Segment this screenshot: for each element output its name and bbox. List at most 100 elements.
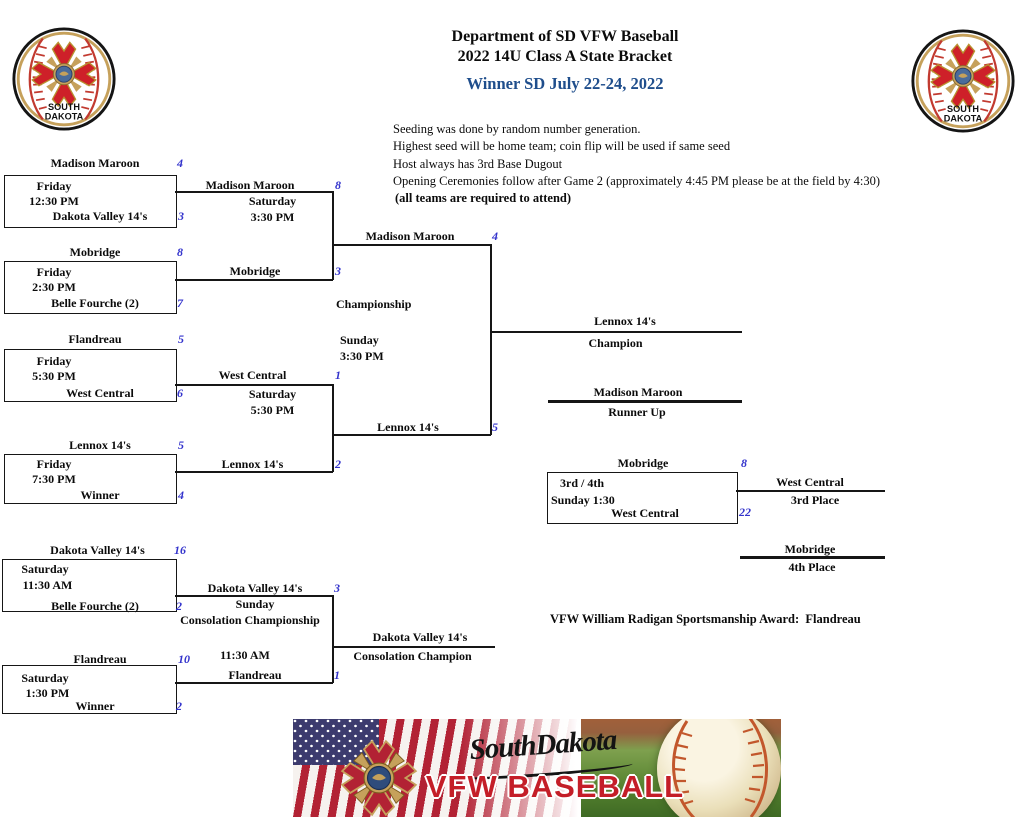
note-dugout: Host always has 3rd Base Dugout — [393, 157, 563, 171]
semi1-time: 3:30 PM — [250, 210, 295, 224]
game4-bottom-team: Winner — [80, 488, 120, 502]
final-top-score: 4 — [492, 229, 498, 243]
runner-up-team: Madison Maroon — [593, 385, 683, 399]
photo-stitch-ticks-left — [673, 731, 694, 806]
game1-bottom-score: 3 — [178, 209, 184, 223]
banner-title: VFW BASEBALL — [425, 769, 685, 804]
game4-bottom-score: 4 — [178, 488, 184, 502]
logo-text-dakota: DAKOTA — [45, 111, 84, 121]
third-place-team: West Central — [776, 475, 844, 489]
banner-vfw-emblem — [340, 739, 418, 817]
consolation-final-day: Sunday — [235, 597, 275, 611]
third-fourth-bottom-team: West Central — [611, 506, 679, 520]
consolation-champion-team: Dakota Valley 14's — [372, 630, 468, 644]
consolation-game2-bottom-team: Winner — [75, 699, 115, 713]
consolation-game1-time: 11:30 AM — [22, 578, 73, 592]
consolation-champion-line — [332, 646, 495, 648]
consolation-game2-bottom-score: 2 — [176, 699, 182, 713]
consolation-final-label: Consolation Championship — [180, 613, 320, 627]
final-time: 3:30 PM — [340, 349, 384, 363]
baseball-stitch-left — [28, 37, 44, 121]
consolation-game2-box — [2, 665, 177, 714]
sd-vfw-baseball-logo-right: SOUTH DAKOTA — [911, 29, 1015, 133]
game4-box — [4, 454, 177, 504]
vfw-cross-emblem — [930, 43, 996, 110]
game4-day: Friday — [36, 457, 72, 471]
third-fourth-label: 3rd / 4th — [560, 476, 605, 490]
sd-vfw-baseball-logo-left: SOUTH DAKOTA — [12, 27, 116, 131]
note-ceremonies: Opening Ceremonies follow after Game 2 (… — [393, 174, 881, 188]
photo-stitch-seam-right — [748, 719, 768, 817]
champion-line — [490, 331, 742, 333]
third-fourth-box — [547, 472, 738, 524]
game4-time: 7:30 PM — [32, 472, 76, 486]
svg-text:DAKOTA: DAKOTA — [944, 113, 983, 123]
semi2-top-team: West Central — [218, 368, 287, 382]
runner-up-label: Runner Up — [608, 405, 666, 419]
vfw-baseball-banner: SouthDakota VFW BASEBALL — [293, 719, 781, 817]
game2-day: Friday — [36, 265, 72, 279]
semi2-bottom-team: Lennox 14's — [221, 457, 284, 471]
third-fourth-bottom-score: 22 — [739, 505, 751, 519]
game3-bottom-score: 6 — [177, 386, 183, 400]
game3-time: 5:30 PM — [32, 369, 76, 383]
consolation-game1-top-team: Dakota Valley 14's — [50, 543, 145, 557]
game3-day: Friday — [36, 354, 72, 368]
final-label: Championship — [336, 297, 412, 311]
game2-bottom-team: Belle Fourche (2) — [51, 296, 139, 310]
consolation-game1-top-score: 16 — [174, 543, 186, 557]
semi1-day: Saturday — [248, 194, 297, 208]
game4-top-score: 5 — [178, 438, 184, 452]
consolation-game2-time: 1:30 PM — [25, 686, 70, 700]
game1-bottom-team: Dakota Valley 14's — [52, 209, 148, 223]
note-attendance: (all teams are required to attend) — [395, 191, 572, 205]
game2-box — [4, 261, 177, 314]
final-vertical — [490, 244, 492, 435]
third-fourth-daytime: Sunday 1:30 — [551, 493, 615, 507]
consolation-final-bottom-line — [175, 682, 333, 684]
consolation-final-time: 11:30 AM — [220, 648, 270, 662]
semi1-bottom-line — [175, 279, 333, 281]
note-home-team: Highest seed will be home team; coin fli… — [393, 139, 731, 153]
semi1-top-team: Madison Maroon — [205, 178, 295, 192]
photo-stitch-seam-left — [672, 720, 696, 817]
vfw-cross-emblem — [31, 41, 97, 108]
game3-box — [4, 349, 177, 402]
game1-top-score: 4 — [177, 156, 183, 170]
page-title-line1: Department of SD VFW Baseball — [451, 28, 679, 45]
game3-top-score: 5 — [178, 332, 184, 346]
final-bottom-team: Lennox 14's — [377, 420, 439, 434]
svg-text:SOUTH: SOUTH — [947, 104, 979, 114]
final-bottom-line — [332, 434, 491, 436]
game2-top-score: 8 — [177, 245, 183, 259]
semi1-vertical — [332, 191, 334, 280]
third-fourth-top-team: Mobridge — [617, 456, 669, 470]
sportsmanship-award: VFW William Radigan Sportsmanship Award:… — [550, 612, 861, 626]
baseball-stitch-right — [84, 37, 100, 121]
game1-box — [4, 175, 177, 228]
fourth-place-team: Mobridge — [784, 542, 836, 556]
game1-day: Friday — [36, 179, 72, 193]
final-day: Sunday — [340, 333, 379, 347]
game2-time: 2:30 PM — [32, 280, 76, 294]
consolation-game1-box — [2, 559, 177, 612]
page-subtitle: Winner SD July 22-24, 2022 — [466, 74, 664, 93]
game3-top-team: Flandreau — [68, 332, 122, 346]
champion-label: Champion — [588, 336, 643, 350]
fourth-place-line — [740, 556, 885, 559]
logo-text-south: SOUTH — [48, 102, 80, 112]
semi2-bottom-score: 2 — [335, 457, 341, 471]
game4-top-team: Lennox 14's — [69, 438, 131, 452]
third-fourth-top-score: 8 — [741, 456, 747, 470]
game2-top-team: Mobridge — [69, 245, 121, 259]
third-place-line — [736, 490, 885, 492]
semi1-top-line — [175, 191, 333, 193]
consolation-final-top-line — [175, 595, 333, 597]
flag-canton-stars — [293, 719, 379, 765]
consolation-final-vertical — [332, 595, 334, 683]
semi2-vertical — [332, 384, 334, 472]
third-place-label: 3rd Place — [790, 493, 840, 507]
final-top-line — [332, 244, 491, 246]
final-bottom-score: 5 — [492, 420, 498, 434]
consolation-game1-bottom-score: 2 — [176, 599, 182, 613]
